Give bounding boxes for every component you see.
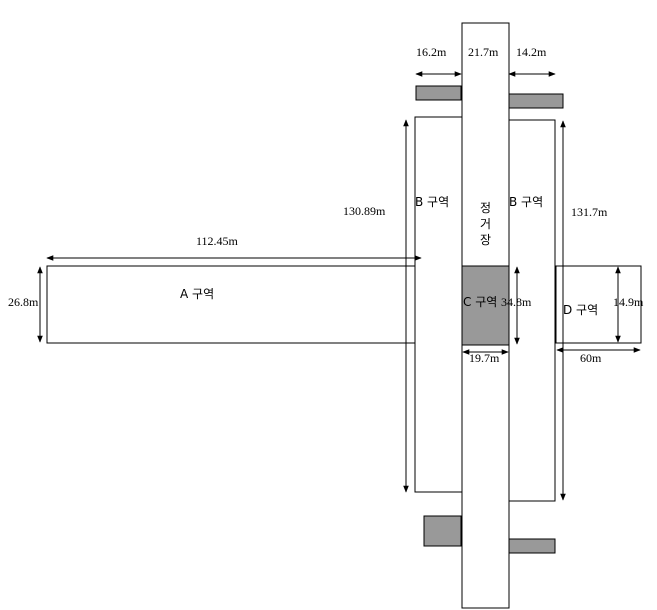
dim-label-top-left: 16.2m bbox=[416, 45, 447, 59]
dim-label-b-left-height: 130.89m bbox=[343, 204, 386, 218]
gray-block-top-right bbox=[508, 93, 564, 109]
zone-b-right-rect bbox=[508, 119, 556, 502]
gray-block-bottom-right bbox=[508, 538, 556, 554]
station-label-char-2: 거 bbox=[480, 217, 491, 231]
dim-label-b-right-height: 131.7m bbox=[571, 205, 608, 219]
zone-a-label: A 구역 bbox=[180, 287, 214, 301]
dim-label-c-height: 34.8m bbox=[501, 295, 532, 309]
dim-label-d-width: 60m bbox=[580, 351, 602, 365]
zone-d-label: D 구역 bbox=[563, 303, 598, 317]
zone-c-rect bbox=[461, 265, 510, 346]
station-label-char-1: 정 bbox=[480, 201, 491, 215]
zone-a-rect bbox=[46, 265, 423, 344]
station-label-char-3: 장 bbox=[480, 233, 491, 247]
zone-b-left-label: B 구역 bbox=[415, 195, 449, 209]
zone-c-label: C 구역 bbox=[463, 295, 497, 309]
dim-label-top-right: 14.2m bbox=[516, 45, 547, 59]
zone-d-rect bbox=[555, 265, 642, 344]
dim-label-d-height: 14.9m bbox=[613, 295, 644, 309]
dim-label-a-height: 26.8m bbox=[8, 295, 39, 309]
gray-block-top-left bbox=[415, 85, 462, 101]
gray-block-bottom-left bbox=[423, 515, 462, 547]
dim-label-c-width: 19.7m bbox=[469, 351, 500, 365]
dim-label-a-length: 112.45m bbox=[196, 234, 239, 248]
dim-label-top-center: 21.7m bbox=[468, 45, 499, 59]
zone-b-left-rect bbox=[414, 116, 463, 493]
zone-b-right-label: B 구역 bbox=[509, 195, 543, 209]
